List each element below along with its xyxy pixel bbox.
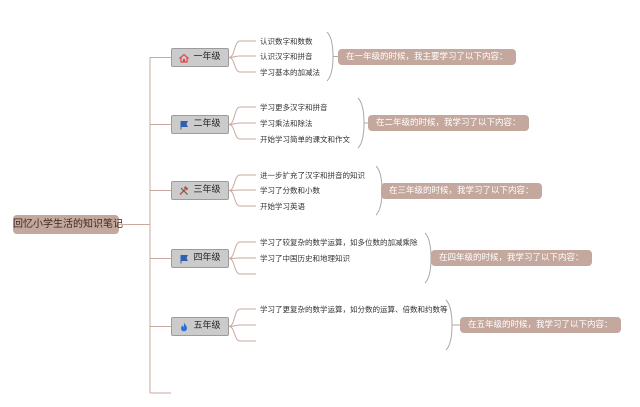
- item-connector: [228, 124, 256, 140]
- grade-node-5[interactable]: 五年级: [171, 317, 229, 336]
- item-connector: [228, 174, 256, 191]
- grade-label: 四年级: [193, 253, 221, 263]
- home-icon: [179, 53, 190, 63]
- grade-node-2[interactable]: 二年级: [171, 115, 229, 134]
- grade-item[interactable]: 开始学习简单的课文和作文: [260, 135, 350, 144]
- item-connector: [228, 122, 256, 125]
- item-connector: [228, 324, 256, 327]
- grade-item[interactable]: 进一步扩充了汉字和拼音的知识: [260, 171, 365, 180]
- item-connector: [228, 241, 256, 259]
- grade-summary[interactable]: 在四年级的时候，我学习了以下内容：: [431, 250, 592, 266]
- grade-item[interactable]: 开始学习英语: [260, 202, 305, 211]
- grade-summary[interactable]: 在三年级的时候，我学习了以下内容：: [381, 182, 542, 199]
- grade-item[interactable]: 认识数字和数数: [260, 37, 313, 46]
- item-connector: [228, 258, 256, 275]
- summary-bracket: [357, 97, 365, 149]
- grade-item[interactable]: 学习乘法和除法: [260, 119, 313, 128]
- grade-summary[interactable]: 在一年级的时候，我主要学习了以下内容：: [338, 48, 516, 65]
- grade-label: 三年级: [193, 185, 221, 195]
- grade-summary[interactable]: 在二年级的时候，我学习了以下内容：: [368, 115, 529, 131]
- grade-item[interactable]: 学习了分数和小数: [260, 186, 320, 195]
- flag-icon: [179, 120, 189, 130]
- grade-label: 二年级: [193, 119, 221, 129]
- grade-item[interactable]: 学习了中国历史和地理知识: [260, 254, 350, 263]
- grade-label: 一年级: [193, 52, 221, 62]
- item-connector: [228, 326, 256, 342]
- item-connector: [228, 55, 256, 58]
- grade-label: 五年级: [193, 321, 221, 331]
- item-connector: [228, 189, 256, 191]
- item-connector: [228, 106, 256, 125]
- grade-summary[interactable]: 在五年级的时候，我学习了以下内容：: [460, 317, 621, 333]
- flag-icon: [179, 254, 189, 264]
- summary-bracket: [326, 31, 334, 82]
- grade-item[interactable]: 学习了更复杂的数学运算，如分数的运算、倍数和约数等: [260, 305, 448, 314]
- item-connector: [228, 257, 256, 259]
- grade-node-3[interactable]: 三年级: [171, 181, 229, 200]
- grade-item[interactable]: 认识汉字和拼音: [260, 52, 313, 61]
- grade-node-1[interactable]: 一年级: [171, 48, 229, 67]
- grade-item[interactable]: 学习了较复杂的数学运算，如多位数的加减乘除: [260, 238, 418, 247]
- item-connector: [228, 57, 256, 73]
- hammer-icon: [179, 185, 189, 196]
- grade-node-4[interactable]: 四年级: [171, 249, 229, 268]
- grade-item[interactable]: 学习更多汉字和拼音: [260, 103, 328, 112]
- grade-item[interactable]: 学习基本的加减法: [260, 68, 320, 77]
- item-connector: [228, 40, 256, 58]
- root-topic[interactable]: 回忆小学生活的知识笔记: [13, 215, 123, 234]
- item-connector: [228, 190, 256, 207]
- item-connector: [228, 308, 256, 327]
- flame-icon: [179, 322, 189, 332]
